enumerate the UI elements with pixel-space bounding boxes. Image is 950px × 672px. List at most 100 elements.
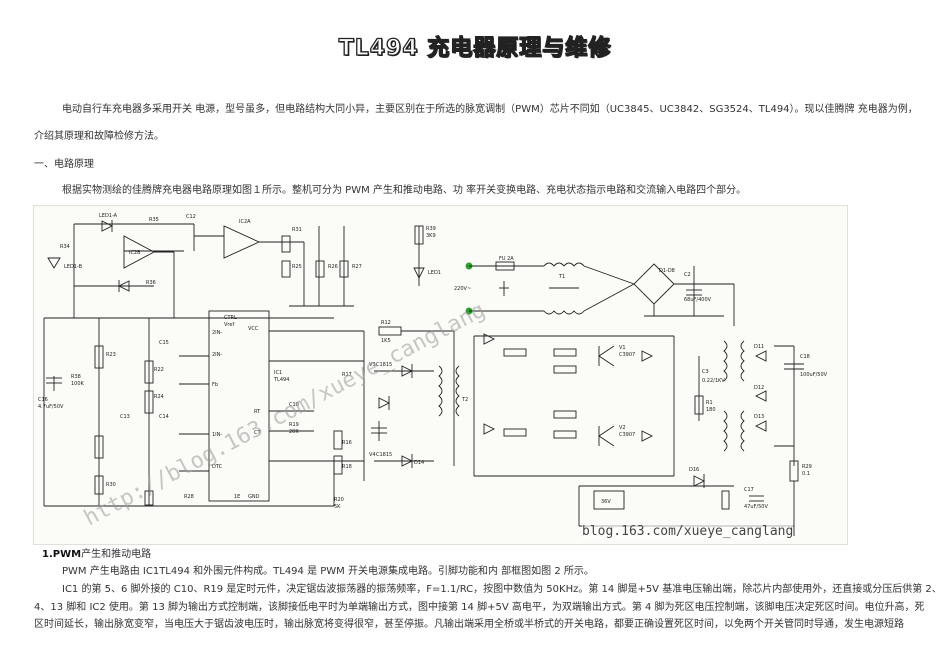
label-r39: R39 [426,226,436,232]
label-r26: R26 [328,264,338,270]
subsection-paragraph-pwm: PWM 产生电路由 IC1TL494 和外围元件构成。TL494 是 PWM 开… [62,566,594,577]
label-r19: R19 [289,422,299,428]
intro-paragraph-line-2: 介绍其原理和故障检修方法。 [34,131,164,142]
label-r19-val: 20K [289,429,299,435]
label-r28: R28 [184,494,194,500]
label-pin-2in: 2IN- [212,330,222,336]
label-v3-part: C1815 [376,362,392,368]
label-c2-val: 68uF/400V [684,297,712,303]
label-c15: C15 [159,340,169,346]
paragraph-timing-line-2: 4、13 脚和 IC2 使用。第 13 脚为输出方式控制端，该脚接低电平时为单端… [34,602,925,613]
label-pin-e1: 1E [234,494,240,500]
label-ic2a: IC2A [239,219,251,225]
label-c13: C13 [120,414,130,420]
label-c14: C14 [159,414,169,420]
section-heading-circuit-principle: 一、电路原理 [34,159,94,170]
label-ac-in: 220V~ [454,286,471,292]
label-r30: R30 [106,482,116,488]
label-fuse: FU 2A [499,256,514,262]
schematic-component-labels: CTRL Vref VCC 2IN- 2IN- Fb RT CT 1IN- DT… [38,213,828,510]
label-ic2b: IC2B [129,250,141,256]
label-r29-val: 0.1 [802,471,810,477]
label-pin-vcc: VCC [248,326,259,332]
label-r23: R23 [106,352,116,358]
label-v1-part: C3907 [619,352,635,358]
label-v2: V2 [619,425,626,431]
label-r27: R27 [352,264,362,270]
paragraph-timing-line-1: IC1 的第 5、6 脚外接的 C10、R19 是定时元件，决定锯齿波振荡器的振… [62,584,942,595]
label-c16-val: 4.7uF/50V [38,404,64,410]
label-pin-gnd: GND [248,494,260,500]
label-r31: R31 [292,227,302,233]
label-ic1-name: IC1 [274,370,282,376]
diagram-watermark: http://blog.163.com/xueye_canglang [80,298,489,531]
paragraph-timing-line-3: 区时间延长，输出脉宽变窄，当电压大于锯齿波电压时，输出脉宽将变得很窄，甚至停振。… [34,619,904,630]
label-r24: R24 [154,394,164,400]
label-d11: D11 [754,344,764,350]
label-r38: R38 [71,374,81,380]
label-c17-val: 47uF/50V [744,504,768,510]
label-r1-val: 180 [706,407,716,413]
label-c12: C12 [186,214,196,220]
subsection-heading-text: 产生和推动电路 [81,549,152,560]
label-v4: V4 [369,452,376,458]
label-ic1-part: TL494 [273,377,289,383]
label-r25: R25 [292,264,302,270]
label-r22: R22 [154,367,164,373]
document-title: TL494 充电器原理与维修 [338,35,612,61]
label-r17: R17 [342,372,352,378]
subsection-heading-pwm: 1.PWM产生和推动电路 [42,548,151,561]
label-c3: C3 [702,369,709,375]
label-r12-val: 1K5 [381,338,391,344]
label-pin-dtc: DTC [212,464,223,470]
label-pin-fb: Fb [212,382,218,388]
label-pin-1in: 1IN- [212,432,222,438]
circuit-schematic-figure: CTRL Vref VCC 2IN- 2IN- Fb RT CT 1IN- DT… [33,205,848,545]
diagram-source-caption: blog.163.com/xueye_canglang [582,524,794,539]
label-d14: D14 [414,460,424,466]
label-r18: R18 [342,464,352,470]
label-v4-part: C1815 [376,452,392,458]
label-r20: R20 [334,497,344,503]
label-r29: R29 [802,464,812,470]
label-v1: V1 [619,345,626,351]
label-c17: C17 [744,487,754,493]
label-led-left: LED1-B [64,264,83,270]
label-v3: V3 [369,362,376,368]
label-r34: R34 [60,244,70,250]
label-d16: D16 [689,467,699,473]
label-r1: R1 [706,400,713,406]
label-r16: R16 [342,440,352,446]
label-vref: Vref [224,322,234,328]
label-r36: R36 [146,280,156,286]
label-c18: C18 [800,354,810,360]
label-r12: R12 [381,320,391,326]
label-v2-part: C3907 [619,432,635,438]
label-r20-val: 5K [334,504,341,510]
label-led-right: LED1 [428,270,441,276]
label-pin-2in-b: 2IN- [212,352,222,358]
label-battery: 36V [601,499,611,505]
label-r35: R35 [149,217,159,223]
label-c16: C16 [38,397,48,403]
intro-paragraph-line-1: 电动自行车充电器多采用开关 电源，型号虽多，但电路结构大同小异，主要区别在于所选… [62,104,918,115]
label-c3-val: 0.22/1KV [702,378,725,384]
label-r39-val: 3K9 [426,233,436,239]
label-t1: T1 [558,274,565,280]
label-led-top: LED1-A [99,213,118,219]
section-paragraph-overview: 根据实物测绘的佳腾牌充电器电路原理如图１所示。整机可分为 PWM 产生和推动电路… [62,185,747,196]
subsection-heading-number: 1.PWM [42,549,82,560]
label-c10: C10 [289,402,299,408]
label-pin-ct: CT [254,430,261,436]
label-d13: D13 [754,414,764,420]
label-c2: C2 [684,272,691,278]
label-d12: D12 [754,385,764,391]
label-t2: T2 [461,397,468,403]
label-c18-val: 100uF/50V [800,372,828,378]
label-bridge: D1-D8 [659,268,675,274]
label-pin-rt: RT [254,409,261,415]
circuit-schematic-svg: CTRL Vref VCC 2IN- 2IN- Fb RT CT 1IN- DT… [38,213,828,536]
label-pin-ctrl: CTRL [224,315,237,321]
label-r38-val: 100K [71,381,85,387]
